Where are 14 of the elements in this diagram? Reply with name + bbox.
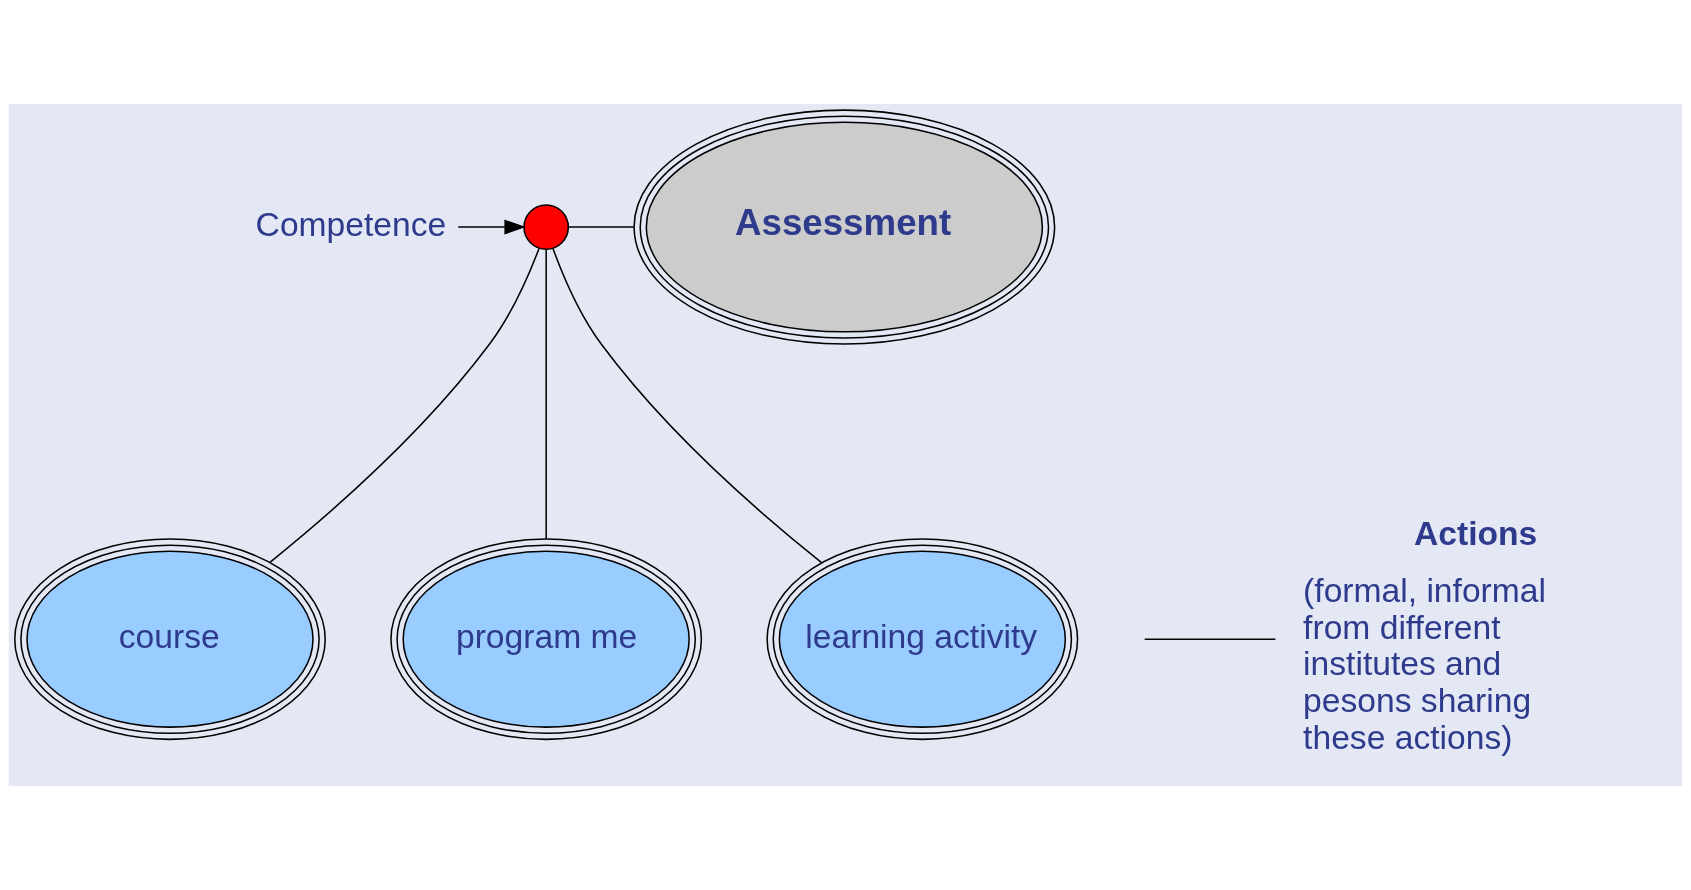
- node-circle: [523, 204, 570, 251]
- node-ellipse: Assessment: [633, 109, 1056, 345]
- node-ellipse: program me: [390, 538, 703, 741]
- node-ellipse: course: [14, 538, 326, 741]
- arrow: [457, 219, 526, 235]
- connector: [552, 247, 823, 564]
- node-text: Competence: [255, 205, 447, 243]
- connector: [269, 247, 540, 564]
- connector: [568, 226, 635, 228]
- connector: [545, 248, 547, 540]
- node-label: (formal, informal from different institutes and pesons sharing these actions): [1303, 571, 1546, 756]
- connector: [1143, 638, 1277, 640]
- node-ellipse: learning activity: [766, 538, 1079, 741]
- node-text: Actions: [1413, 515, 1538, 553]
